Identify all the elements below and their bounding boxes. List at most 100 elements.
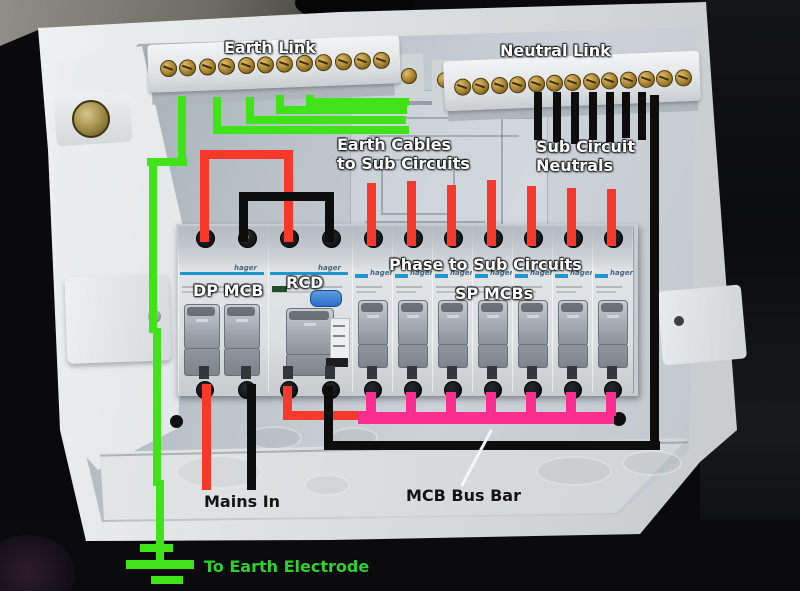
- earth-wire-sub-circuit: [246, 116, 406, 124]
- busbar-finger: [486, 392, 496, 416]
- rating-print: [476, 291, 496, 293]
- brand-stripe: [355, 274, 368, 278]
- busbar-finger: [406, 392, 416, 416]
- sp-mcb-brand-text: hager: [610, 269, 633, 277]
- toggle-marking: [567, 315, 579, 318]
- phase-wire-sub-circuit: [527, 186, 536, 246]
- earth-wire-main: [178, 96, 186, 166]
- label-neutral-link: Neutral Link: [500, 41, 611, 60]
- knockout: [536, 456, 612, 486]
- sub-circuit-neutral-wire: [606, 92, 614, 142]
- label-sub-circuit-neutrals: Sub Circuit Neutrals: [536, 137, 636, 176]
- toggle-marking: [447, 315, 459, 318]
- sp-mcb-toggle: [558, 300, 588, 346]
- toggle-label-band: [361, 303, 383, 312]
- toggle-flap: [598, 344, 628, 368]
- rating-print: [182, 291, 252, 293]
- phase-wire-sub-circuit: [367, 183, 376, 246]
- sticker-print-line: [501, 111, 503, 271]
- toggle-marking: [196, 319, 208, 322]
- earth-wire-sub-circuit: [213, 126, 409, 134]
- label-earth-cables-line2: to Sub Circuits: [337, 153, 470, 173]
- toggle-flap: [478, 344, 508, 368]
- toggle-label-band: [187, 307, 215, 316]
- terminal-slot: [527, 366, 537, 379]
- toggle-label-band: [227, 307, 255, 316]
- rating-print: [396, 291, 416, 293]
- phase-wire-sub-circuit: [607, 189, 616, 246]
- toggle-label-band: [289, 311, 329, 320]
- label-phase-to-sub-circuits: Phase to Sub Circuits: [389, 255, 582, 274]
- info-line: [333, 345, 345, 347]
- sticker-print-line: [365, 221, 485, 223]
- rcd-status-window: [272, 286, 287, 292]
- sp-mcb-brand-text: hager: [570, 269, 593, 277]
- toggle-marking: [304, 323, 316, 326]
- brand-stripe: [435, 274, 448, 278]
- terminal-slot: [447, 366, 457, 379]
- neutral-jumper-wire: [239, 192, 248, 242]
- rating-print: [272, 291, 336, 293]
- rating-print: [516, 286, 542, 288]
- sub-circuit-neutral-wire: [589, 92, 597, 140]
- terminal-slot: [607, 366, 617, 379]
- neutral-return-wire: [324, 386, 333, 448]
- busbar-finger: [366, 392, 376, 416]
- terminal-slot: [241, 366, 251, 379]
- label-sub-neutrals-line1: Sub Circuit: [536, 137, 636, 156]
- earth-wire-main: [147, 158, 187, 166]
- info-line: [333, 325, 345, 327]
- rating-print: [182, 286, 258, 288]
- label-sp-mcbs: SP MCBs: [455, 284, 534, 303]
- label-mains-in: Mains In: [204, 492, 281, 511]
- rcd-toggle: [286, 308, 334, 356]
- sp-mcb-brand-text: hager: [370, 269, 393, 277]
- rating-print: [556, 291, 576, 293]
- earth-electrode-symbol: [126, 560, 194, 569]
- sp-mcb-brand-text: hager: [490, 269, 513, 277]
- brand-stripe: [515, 274, 528, 278]
- rating-print: [596, 291, 616, 293]
- toggle-flap: [438, 344, 468, 368]
- toggle-marking: [487, 315, 499, 318]
- toggle-marking: [407, 315, 419, 318]
- label-mcb-bus-bar: MCB Bus Bar: [406, 486, 521, 505]
- brand-stripe: [395, 274, 408, 278]
- phase-wire-sub-circuit: [487, 180, 496, 246]
- earth-wire-main: [149, 158, 157, 333]
- toggle-label-band: [401, 303, 423, 312]
- sp-mcb-brand-text: hager: [530, 269, 553, 277]
- terminal-slot: [407, 366, 417, 379]
- terminal-slot: [283, 366, 293, 379]
- sp-mcb-toggle: [598, 300, 628, 346]
- rating-print: [356, 291, 376, 293]
- earth-wire-sub-circuit: [213, 97, 221, 134]
- phase-wire-sub-circuit: [447, 185, 456, 246]
- phase-jumper-wire: [200, 150, 293, 159]
- toggle-marking: [236, 319, 248, 322]
- rating-print: [436, 286, 462, 288]
- rcd-code-label: [326, 358, 348, 367]
- sub-circuit-neutral-wire: [534, 92, 542, 140]
- phase-feed-to-busbar: [283, 386, 292, 419]
- toggle-marking: [527, 315, 539, 318]
- sp-mcb-brand-text: hager: [410, 269, 433, 277]
- busbar-finger: [446, 392, 456, 416]
- mains-neutral-wire: [247, 384, 256, 490]
- sub-circuit-neutral-wire: [571, 92, 579, 144]
- busbar-finger: [526, 392, 536, 416]
- toggle-label-band: [481, 303, 503, 312]
- knockout: [304, 474, 350, 496]
- rating-print: [476, 286, 502, 288]
- sticker-print-line: [355, 117, 537, 119]
- rcd-info-panel: [330, 318, 350, 362]
- mains-phase-wire: [202, 384, 211, 490]
- sticker-print-line: [369, 135, 519, 137]
- label-earth-link: Earth Link: [224, 38, 316, 57]
- rcd-brand-text: hager: [318, 264, 341, 272]
- earth-wire-sub-circuit: [276, 106, 407, 114]
- rating-print: [556, 286, 582, 288]
- mcb-bus-bar: [358, 412, 614, 424]
